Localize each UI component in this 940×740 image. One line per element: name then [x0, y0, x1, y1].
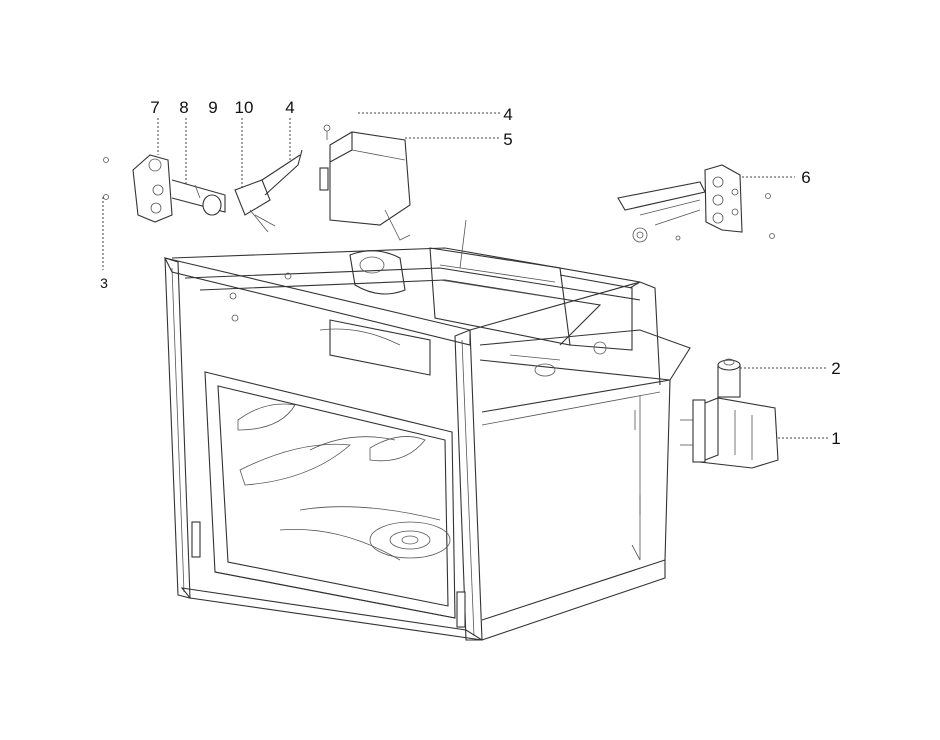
magnetron-part: [680, 358, 779, 469]
oven-cavity: [163, 219, 691, 641]
callout-5: 5: [503, 130, 512, 149]
right-bracket-part: [617, 164, 775, 243]
callout-3: 3: [100, 275, 108, 291]
callout-2: 2: [831, 359, 840, 378]
callout-1: 1: [831, 429, 840, 448]
left-switch-assembly: [103, 149, 303, 233]
top-cover-part: [319, 124, 411, 241]
callout-9: 9: [208, 98, 217, 117]
callout-6: 6: [801, 168, 810, 187]
callout-10: 10: [235, 98, 254, 117]
leader-lines: [102, 112, 828, 439]
callout-4-top: 4: [503, 105, 512, 124]
callout-labels: 1 2 3 4 4 5 6 7 8 9 10: [100, 98, 841, 448]
callout-8: 8: [179, 98, 188, 117]
callout-4-left: 4: [285, 98, 294, 117]
callout-7: 7: [150, 98, 159, 117]
